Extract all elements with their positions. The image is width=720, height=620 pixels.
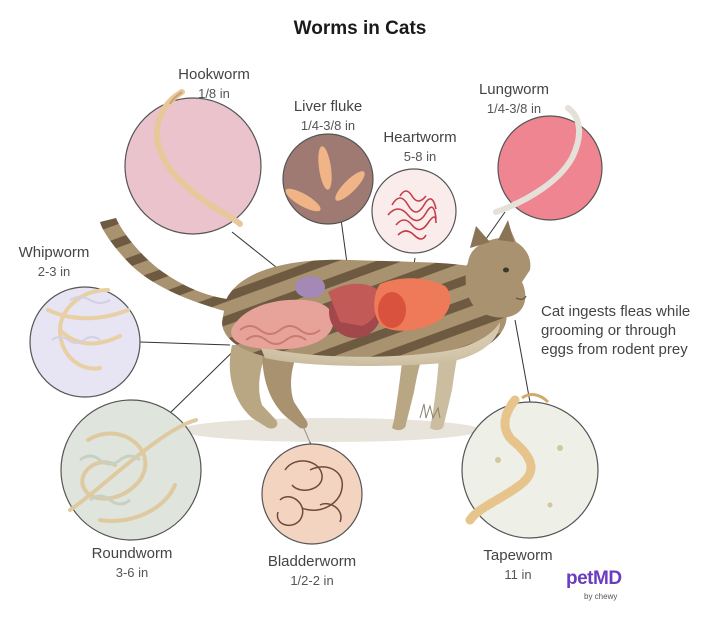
cat-tail [100,218,236,312]
hookworm-magnified-view [124,89,262,235]
worm-name: Tapeworm [483,547,553,564]
cat-belly [260,322,500,366]
petmd-logo: petMD by chewy [566,568,622,601]
whipworm-magnified-view [29,286,141,398]
brand-name: petMD [566,568,622,589]
tapeworm-magnified-view [461,393,599,539]
worm-size: 11 in [504,567,532,582]
worm-size: 1/4-3/8 in [486,101,542,116]
grass [419,403,441,420]
cat-mouth [515,295,527,300]
heart [378,292,406,328]
diagram-title: Worms in Cats [293,18,427,39]
whipworm-connector [139,341,231,346]
worm-size: 2-3 in [37,264,71,279]
brand-byline: by chewy [584,592,618,601]
worm-name: Heartworm [383,129,457,146]
whipworm-label: Whipworm 2-3 in [0,243,114,281]
bladder [295,276,325,298]
cat-hind-leg-near [262,350,308,429]
cat-head [465,224,531,318]
hookworm-label: Hookworm 1/8 in [154,65,274,103]
lungworm-magnified-view [493,105,603,221]
intestine-coils [239,325,321,335]
worm-size: 1/4-3/8 in [300,118,356,133]
transmission-note: Cat ingests fleas while grooming or thro… [541,303,691,358]
worm-name: Roundworm [91,545,173,562]
worm-name: Whipworm [18,244,90,261]
worm-name: Hookworm [178,66,250,83]
worm-name: Lungworm [478,81,550,98]
heartworm-magnified-view [371,168,457,254]
intestine-coils-lower [245,335,307,345]
bladderworm-label: Bladderworm 1/2-2 in [252,552,372,590]
cat-illustration [100,218,531,431]
cat-ear-back [470,226,490,248]
stomach [328,283,382,326]
roundworm-magnified-view [60,399,202,541]
worm-name: Liver fluke [293,98,363,115]
heartworm-label: Heartworm 5-8 in [360,128,480,166]
worm-size: 1/8 in [198,86,230,101]
worm-size: 3-6 in [115,565,149,580]
cat-eye [503,267,509,273]
liver-fluke-magnified-view [282,133,374,225]
worm-name: Bladderworm [267,553,357,570]
roundworm-label: Roundworm 3-6 in [72,544,192,582]
worm-size: 5-8 in [403,149,437,164]
cat-hind-leg [229,345,278,429]
tapeworm-label: Tapeworm 11 in [458,546,578,584]
lungworm-label: Lungworm 1/4-3/8 in [454,80,574,118]
worm-size: 1/2-2 in [290,573,334,588]
tapeworm-connector [514,319,531,403]
cat-ear-front [498,220,514,242]
bladderworm-magnified-view [261,443,363,545]
liver-fluke-label: Liver fluke 1/4-3/8 in [268,97,388,135]
